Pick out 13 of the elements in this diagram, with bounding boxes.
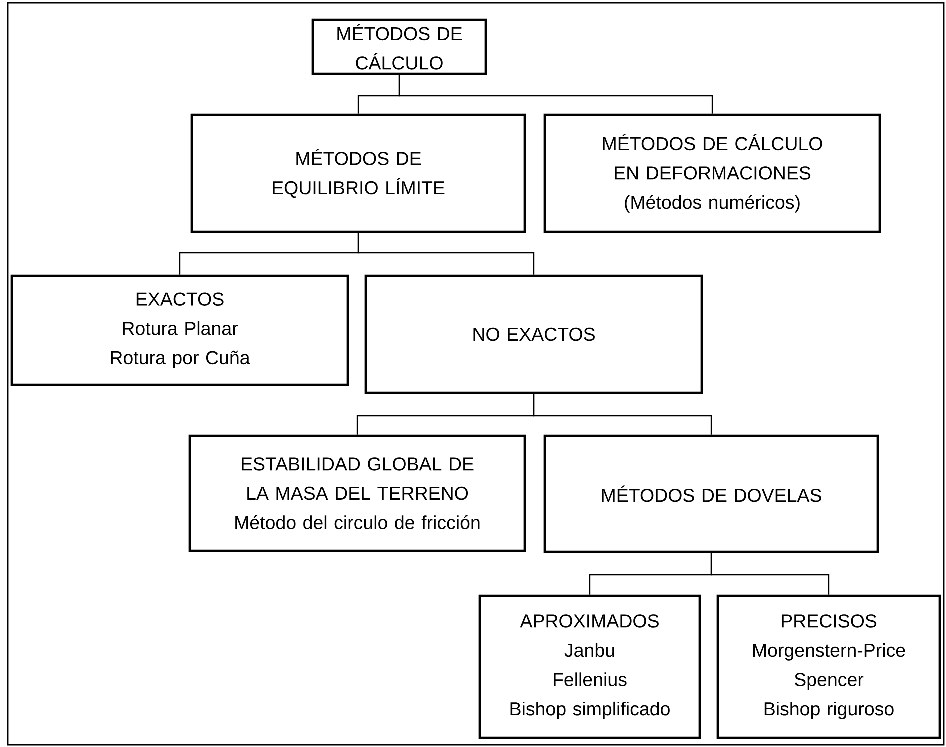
connector bbox=[358, 233, 535, 275]
category-box: MÉTODOS DE EQUILIBRIO LÍMITE bbox=[190, 114, 526, 234]
connector bbox=[710, 553, 830, 595]
method-box: PRECISOS Morgenstern-Price Spencer Bishop riguroso bbox=[716, 594, 942, 740]
category-box: NO EXACTOS bbox=[364, 274, 704, 394]
category-box: MÉTODOS DE CÁLCULO EN DEFORMACIONES (Métodos numéricos) bbox=[544, 114, 882, 234]
connector bbox=[533, 394, 712, 435]
category-box: ESTABILIDAD GLOBAL DE LA MASA DEL TERRENO Método del circulo de fricción bbox=[188, 434, 526, 552]
category-box: MÉTODOS DE DOVELAS bbox=[544, 434, 880, 554]
method-box: APROXIMADOS Janbu Fellenius Bishop simplificado bbox=[478, 594, 702, 740]
title-box: MÉTODOS DE CÁLCULO bbox=[312, 18, 488, 76]
category-box: EXACTOS Rotura Planar Rotura por Cuña bbox=[10, 274, 350, 386]
connector bbox=[398, 75, 714, 114]
